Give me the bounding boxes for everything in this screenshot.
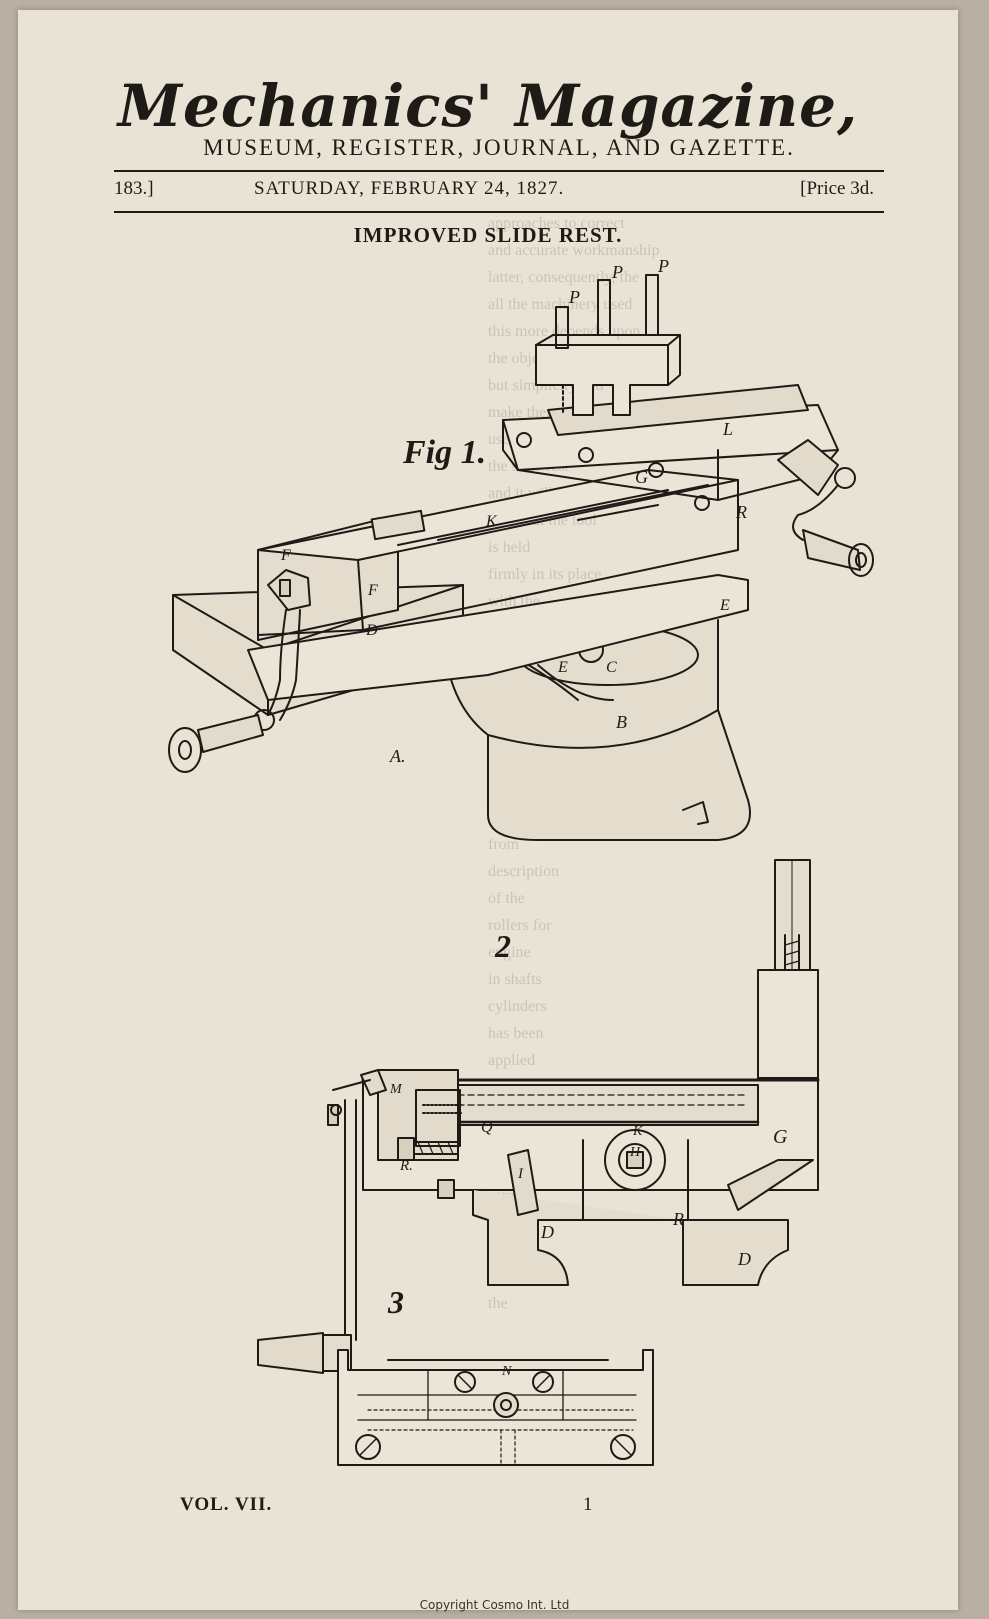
issue-price: [Price 3d.	[800, 178, 874, 199]
fig1-label-b: B	[616, 712, 627, 732]
fig1-label-f1: F	[280, 547, 291, 564]
fig1-label-p1: P	[568, 287, 580, 307]
fig1-label-e1: E	[719, 597, 730, 614]
fig1-label-d: D	[365, 622, 378, 639]
fig2-label-d2: D	[737, 1249, 751, 1269]
fig1-label-l: L	[722, 419, 733, 439]
dateline: 183.] SATURDAY, FEBRUARY 24, 1827. [Pric…	[114, 178, 884, 206]
magazine-page: approaches to correct and accurate workm…	[18, 10, 958, 1610]
top-rule	[114, 170, 884, 172]
masthead-title: Mechanics' Magazine,	[117, 72, 859, 140]
fig1-label-g: G	[635, 467, 648, 487]
fig2-label-m: M	[389, 1082, 403, 1097]
figure-1-caption: Fig 1.	[402, 434, 486, 471]
figure-3-caption: 3	[387, 1284, 404, 1320]
fig2-label-r1: R.	[399, 1158, 413, 1174]
fig1-label-p2: P	[611, 262, 623, 282]
fig1-label-p3: P	[657, 256, 669, 276]
fig1-label-k: K	[485, 513, 498, 530]
figure-2-slide-rest-side-view: 2	[257, 859, 820, 1374]
fig1-label-a: A.	[389, 746, 406, 766]
fig3-label-n: N	[501, 1364, 512, 1379]
fig2-label-g: G	[773, 1126, 788, 1148]
fig2-label-h: H	[629, 1145, 641, 1160]
figure-3-slide-rest-end-view: 3 N	[337, 1284, 654, 1466]
fig2-label-r2: R	[672, 1209, 684, 1229]
fig1-label-e2: E	[557, 659, 568, 676]
issue-number: 183.]	[114, 178, 154, 199]
fig1-label-r: R	[735, 502, 747, 522]
fig1-label-c: C	[606, 659, 617, 676]
article-title: IMPROVED SLIDE REST.	[353, 223, 623, 247]
signature-mark: 1	[583, 1494, 593, 1515]
copyright-watermark: Copyright Cosmo Int. Ltd	[419, 1598, 570, 1612]
figure-2-caption: 2	[494, 928, 511, 964]
figure-1-slide-rest-perspective: Fig 1. P P P L G R K F F D E E C B A.	[168, 256, 874, 841]
fig2-label-d1: D	[540, 1222, 554, 1242]
fig1-label-f2: F	[367, 582, 378, 599]
volume-number: VOL. VII.	[180, 1494, 273, 1515]
engraving-illustration: Fig 1. P P P L G R K F F D E E C B A. 2	[168, 256, 874, 1466]
issue-date: SATURDAY, FEBRUARY 24, 1827.	[254, 178, 565, 199]
masthead-subtitle: MUSEUM, REGISTER, JOURNAL, AND GAZETTE.	[203, 135, 795, 160]
fig2-label-q: Q	[481, 1119, 493, 1136]
fig2-label-k: K	[632, 1124, 643, 1139]
fig2-label-i: I	[517, 1166, 524, 1182]
dateline-rule	[114, 211, 884, 213]
